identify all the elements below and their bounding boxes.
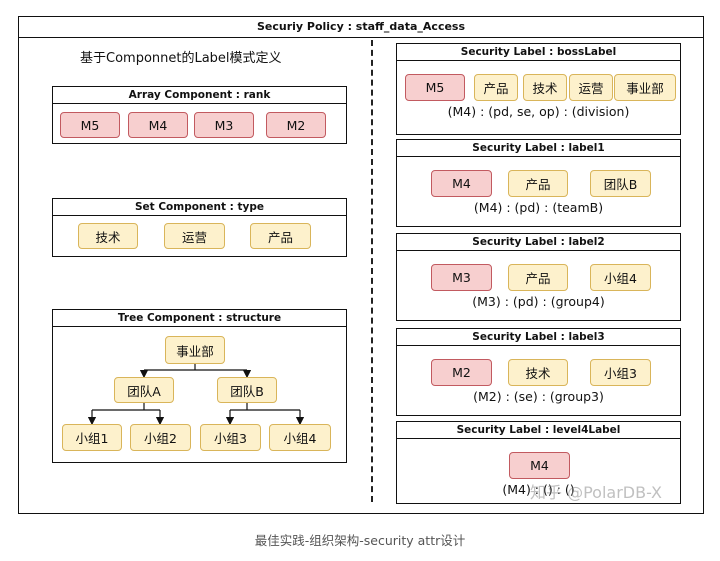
label-chip-type: 产品 [474, 74, 518, 101]
tree-component-title: Tree Component : structure [53, 310, 346, 327]
label-chip-rank: M5 [405, 74, 465, 101]
security-label-caption: (M2) : (se) : (group3) [473, 389, 604, 404]
figure-caption: 最佳实践-组织架构-security attr设计 [254, 533, 466, 548]
tree-node-team-a: 团队A [114, 377, 174, 403]
set-component-title: Set Component : type [53, 199, 346, 216]
security-label-title: Security Label : label2 [397, 234, 680, 251]
security-label-caption: (M3) : (pd) : (group4) [472, 294, 605, 309]
security-label-title: Security Label : label3 [397, 329, 680, 346]
security-label-label3: Security Label : label3 M2 技术 小组3 (M2) :… [396, 328, 681, 416]
tree-node-root: 事业部 [165, 336, 225, 364]
set-component-box: Set Component : type 技术 运营 产品 [52, 198, 347, 257]
array-item-m5: M5 [60, 112, 120, 138]
label-chip-rank: M4 [431, 170, 492, 197]
label-chip-rank: M4 [509, 452, 570, 479]
array-item-m3: M3 [194, 112, 254, 138]
tree-node-group-2: 小组2 [130, 424, 191, 451]
label-chip-type: 产品 [508, 264, 568, 291]
security-label-caption: (M4) : (pd) : (teamB) [473, 200, 604, 215]
label-chip-type: 技术 [508, 359, 568, 386]
tree-node-group-3: 小组3 [200, 424, 261, 451]
security-label-level4: Security Label : level4Label M4 (M4) : (… [396, 421, 681, 504]
array-component-title: Array Component : rank [53, 87, 346, 104]
security-label-caption: (M4) : () : () [502, 482, 575, 497]
array-item-m2: M2 [266, 112, 326, 138]
label-chip-type: 技术 [523, 74, 567, 101]
section-heading: 基于Componnet的Label模式定义 [80, 51, 282, 66]
label-chip-structure: 小组4 [590, 264, 651, 291]
label-chip-rank: M3 [431, 264, 492, 291]
security-label-caption: (M4) : (pd, se, op) : (division) [447, 104, 630, 119]
security-label-label1: Security Label : label1 M4 产品 团队B (M4) :… [396, 139, 681, 227]
label-chip-rank: M2 [431, 359, 492, 386]
set-item-ops: 运营 [164, 223, 225, 249]
security-label-boss: Security Label : bossLabel M5 产品 技术 运营 事… [396, 43, 681, 135]
label-chip-structure: 小组3 [590, 359, 651, 386]
tree-node-group-1: 小组1 [62, 424, 122, 451]
array-component-box: Array Component : rank M5 M4 M3 M2 [52, 86, 347, 144]
security-label-title: Security Label : label1 [397, 140, 680, 157]
array-item-m4: M4 [128, 112, 188, 138]
label-chip-type: 产品 [508, 170, 568, 197]
label-chip-structure: 事业部 [614, 74, 676, 101]
tree-node-team-b: 团队B [217, 377, 277, 403]
tree-node-group-4: 小组4 [269, 424, 331, 451]
set-item-tech: 技术 [78, 223, 138, 249]
watermark: 知乎 @PolarDB-X [530, 483, 663, 502]
security-label-title: Security Label : bossLabel [397, 44, 680, 61]
set-item-product: 产品 [250, 223, 311, 249]
label-chip-structure: 团队B [590, 170, 651, 197]
security-label-title: Security Label : level4Label [397, 422, 680, 439]
dashed-divider [371, 40, 373, 502]
policy-title: Securiy Policy : staff_data_Access [19, 17, 703, 38]
label-chip-type: 运营 [569, 74, 613, 101]
policy-frame: Securiy Policy : staff_data_Access [18, 16, 704, 514]
security-label-label2: Security Label : label2 M3 产品 小组4 (M3) :… [396, 233, 681, 321]
